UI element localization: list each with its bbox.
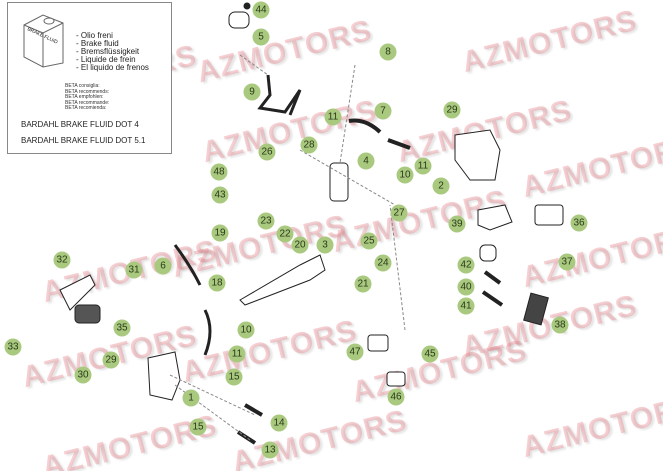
callout-part-26[interactable]: 26 — [258, 143, 276, 161]
product-dot51: BARDAHL BRAKE FLUID DOT 5.1 — [21, 136, 146, 145]
callout-part-33[interactable]: 33 — [4, 338, 22, 356]
brake-pedal-part — [239, 254, 326, 306]
callout-part-22[interactable]: 22 — [276, 225, 294, 243]
callout-part-29[interactable]: 29 — [443, 101, 461, 119]
bracket-part — [477, 204, 513, 231]
callout-part-29[interactable]: 29 — [102, 351, 120, 369]
callout-part-3[interactable]: 3 — [316, 236, 334, 254]
rear-pad-part — [523, 292, 549, 326]
reservoir-cap-part — [243, 2, 251, 10]
callout-part-5[interactable]: 5 — [252, 28, 270, 46]
callout-part-24[interactable]: 24 — [374, 254, 392, 272]
fluid-name: - Olio freni — [76, 31, 113, 40]
callout-part-11[interactable]: 11 — [414, 157, 432, 175]
callout-part-38[interactable]: 38 — [551, 316, 569, 334]
callout-part-25[interactable]: 25 — [360, 232, 378, 250]
master-cylinder-part — [329, 162, 349, 202]
callout-part-6[interactable]: 6 — [154, 257, 172, 275]
reservoir-hose-part — [257, 74, 302, 116]
callout-part-35[interactable]: 35 — [113, 319, 131, 337]
callout-part-11[interactable]: 11 — [228, 345, 246, 363]
callout-part-4[interactable]: 4 — [357, 152, 375, 170]
rear-caliper-part — [454, 129, 501, 181]
callout-part-43[interactable]: 43 — [211, 186, 229, 204]
callout-part-8[interactable]: 8 — [379, 43, 397, 61]
callout-part-28[interactable]: 28 — [300, 136, 318, 154]
callout-part-46[interactable]: 46 — [387, 388, 405, 406]
callout-part-37[interactable]: 37 — [558, 253, 576, 271]
hose-part — [173, 244, 202, 286]
caliper-bracket-part — [59, 274, 96, 311]
recommendation-line: BETA recomienda: — [65, 105, 107, 111]
callout-part-23[interactable]: 23 — [257, 212, 275, 230]
callout-part-19[interactable]: 19 — [211, 224, 229, 242]
fluid-name: - El liquido de frenos — [76, 63, 149, 72]
brake-fluid-info-box: BRAKE FLUID - Olio freni- Brake fluid- B… — [7, 2, 172, 154]
front-caliper-part — [147, 351, 181, 401]
callout-part-39[interactable]: 39 — [448, 215, 466, 233]
brake-fluid-can-icon — [23, 14, 64, 68]
callout-part-40[interactable]: 40 — [457, 278, 475, 296]
fluid-name: - Brake fluid — [76, 39, 119, 48]
callout-part-21[interactable]: 21 — [354, 275, 372, 293]
callout-part-48[interactable]: 48 — [210, 163, 228, 181]
reservoir-part — [228, 11, 250, 29]
callout-part-14[interactable]: 14 — [270, 414, 288, 432]
callout-part-32[interactable]: 32 — [53, 251, 71, 269]
callout-part-7[interactable]: 7 — [374, 102, 392, 120]
recommendation-line: BETA empfohlen: — [65, 94, 104, 100]
callout-part-2[interactable]: 2 — [432, 177, 450, 195]
fluid-name: - Bremsflüssigkeit — [76, 47, 140, 56]
callout-part-10[interactable]: 10 — [237, 321, 255, 339]
callout-part-44[interactable]: 44 — [252, 1, 270, 19]
callout-part-20[interactable]: 20 — [291, 236, 309, 254]
callout-part-31[interactable]: 31 — [125, 261, 143, 279]
callout-part-18[interactable]: 18 — [208, 274, 226, 292]
brake-hose-part — [348, 118, 382, 134]
pad-holder-part — [534, 204, 564, 226]
bushing-part — [479, 244, 497, 262]
callout-part-15[interactable]: 15 — [225, 368, 243, 386]
callout-part-15[interactable]: 15 — [189, 418, 207, 436]
callout-part-10[interactable]: 10 — [396, 166, 414, 184]
callout-part-45[interactable]: 45 — [421, 345, 439, 363]
recommendation-line: BETA recommends: — [65, 88, 110, 95]
callout-part-41[interactable]: 41 — [457, 297, 475, 315]
callout-part-1[interactable]: 1 — [182, 389, 200, 407]
callout-part-47[interactable]: 47 — [346, 343, 364, 361]
callout-part-36[interactable]: 36 — [570, 214, 588, 232]
callout-part-42[interactable]: 42 — [457, 256, 475, 274]
guard-part — [367, 334, 389, 352]
callout-part-11[interactable]: 11 — [324, 108, 342, 126]
callout-part-30[interactable]: 30 — [74, 366, 92, 384]
recommendation-line: BETA consiglia: — [65, 83, 100, 89]
product-dot4: BARDAHL BRAKE FLUID DOT 4 — [21, 120, 139, 129]
brake-pad-part — [74, 304, 101, 324]
fluid-name: - Liquide de frein — [76, 55, 136, 64]
callout-part-9[interactable]: 9 — [243, 83, 261, 101]
recommendation-line: BETA recommande: — [65, 99, 110, 106]
callout-part-27[interactable]: 27 — [390, 204, 408, 222]
callout-part-13[interactable]: 13 — [261, 441, 279, 459]
